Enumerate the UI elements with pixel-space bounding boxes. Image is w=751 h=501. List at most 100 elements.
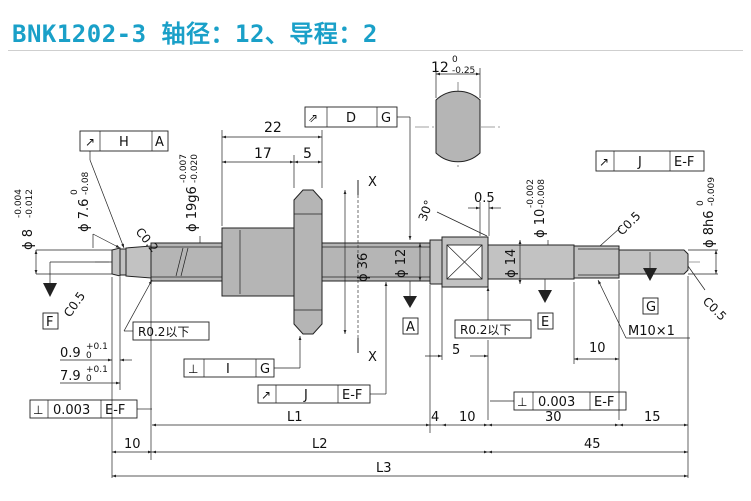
screw-shaft-right (321, 242, 431, 282)
frame-J-bottom: ↗ J E-F (257, 282, 388, 404)
angle-line (436, 211, 488, 237)
angle-30: 30° (416, 198, 436, 223)
dim-0-9-tol-up: +0.1 (86, 342, 108, 352)
thread-note: M10×1 (628, 324, 675, 339)
left-groove (119, 248, 127, 276)
datum-box (537, 312, 554, 330)
frame-datum: E-F (342, 388, 362, 403)
chamfer-c05-left: C0.5 (61, 289, 88, 320)
frame-datum: E-F (105, 403, 125, 418)
dim-7-9-tol-up: +0.1 (86, 365, 108, 375)
dia-76-tol-lo: -0.08 (81, 171, 91, 195)
perpendicularity-icon: ⊥ (33, 403, 43, 417)
dim-0-9: 0.9 (60, 346, 81, 361)
leader (687, 265, 706, 291)
dim-45: 45 (584, 437, 601, 452)
datum-G: G (642, 252, 659, 315)
datum-letter: E (541, 315, 549, 330)
datum-E: E (537, 279, 554, 330)
frame-datum: G (260, 362, 270, 377)
dia-14-label: ϕ 14 (504, 249, 519, 278)
dim-10-left: 10 (124, 437, 141, 452)
dim-L2: L2 (312, 437, 328, 452)
datum-triangle (43, 283, 57, 297)
dia-36-label: ϕ 36 (356, 253, 371, 282)
section-tol-upper: 0 (452, 55, 458, 65)
datum-box (402, 317, 419, 335)
dia-8h6-label: ϕ 8h6 (702, 211, 717, 249)
break-mark (175, 247, 184, 277)
r-note-box (454, 319, 532, 339)
dim-17: 17 (254, 146, 272, 162)
frame-tol: J (303, 388, 308, 403)
frame-perp-left: ⊥ 0.003 E-F (29, 399, 152, 419)
dia-10-tol-up: -0.002 (526, 179, 536, 208)
datum-letter: F (46, 315, 53, 330)
flat-section (435, 90, 481, 163)
dim-0-5: 0.5 (474, 191, 495, 206)
frame-tol: J (637, 155, 642, 170)
flat-cross (446, 244, 483, 280)
leader (597, 279, 627, 339)
frame-tol: D (346, 111, 356, 126)
frame-datum: A (155, 135, 164, 150)
dia-8-tol-lo: -0.012 (25, 189, 35, 218)
frame-J-top: ↗ J E-F (595, 150, 705, 172)
radius-note-left: R0.2以下 (138, 325, 189, 339)
frame-tol: 0.003 (53, 403, 90, 418)
datum-A: A (402, 281, 419, 335)
leader (92, 233, 121, 249)
datum-triangle (403, 296, 417, 308)
journal-phi10 (487, 244, 575, 280)
frame-perp-right: ⊥ 0.003 E-F (490, 391, 627, 411)
end-phi8 (618, 249, 689, 275)
dim-5: 5 (303, 146, 312, 162)
dim-15: 15 (644, 410, 661, 425)
leader (123, 279, 153, 332)
dia-19g6-label: ϕ 19g6 (185, 186, 200, 232)
dim-0-9-tol-lo: 0 (86, 351, 92, 361)
dia-19g6-tol-up: -0.007 (179, 154, 189, 183)
dim-L1: L1 (287, 410, 303, 425)
frame-tol: 0.003 (538, 395, 575, 410)
dim-4: 4 (431, 410, 439, 425)
chamfer-c05-end: C0.5 (700, 294, 729, 323)
runout-icon: ↗ (85, 135, 95, 149)
dim-30: 30 (545, 410, 562, 425)
datum-F: F (42, 261, 112, 330)
break-mark (180, 247, 189, 277)
datum-triangle (538, 290, 552, 303)
dia-8h6-tol-up: 0 (696, 200, 706, 206)
screw-shaft-left (150, 242, 224, 282)
perpendicularity-icon: ⊥ (188, 362, 198, 376)
dia-8-label: ϕ 8 (21, 229, 36, 250)
section-tol-lower: -0.25 (452, 66, 475, 76)
frame-H: ↗ H A (79, 130, 169, 249)
dim-L3: L3 (376, 461, 392, 476)
thread-m10 (573, 245, 620, 279)
frame-datum: E-F (674, 155, 694, 170)
cross-section-view: 12 0 -0.25 (415, 55, 502, 170)
datum-box (642, 297, 659, 315)
runout-icon: ↗ (599, 155, 609, 169)
perpendicularity-icon: ⊥ (517, 395, 527, 409)
dim-10-thread: 10 (589, 341, 606, 356)
frame-tol: H (119, 135, 129, 150)
leader (89, 159, 125, 249)
dim-22: 22 (264, 120, 282, 136)
frame-box (595, 150, 705, 172)
dim-5-mid: 5 (452, 343, 460, 358)
datum-letter: A (406, 320, 415, 335)
datum-letter: G (646, 300, 656, 315)
dim-10-flat: 10 (459, 410, 476, 425)
dia-76-tol-up: 0 (70, 189, 80, 195)
shaft-body (95, 180, 700, 353)
dia-76-label: ϕ 7.6 (77, 199, 92, 232)
dia-10-tol-lo: -0.008 (537, 179, 547, 208)
leader (599, 227, 621, 247)
shoulder (429, 239, 443, 285)
dia-10-label: ϕ 10 (533, 209, 548, 238)
section-width-label: 12 (431, 60, 449, 76)
chamfer-c05-right: C0.5 (614, 209, 643, 238)
